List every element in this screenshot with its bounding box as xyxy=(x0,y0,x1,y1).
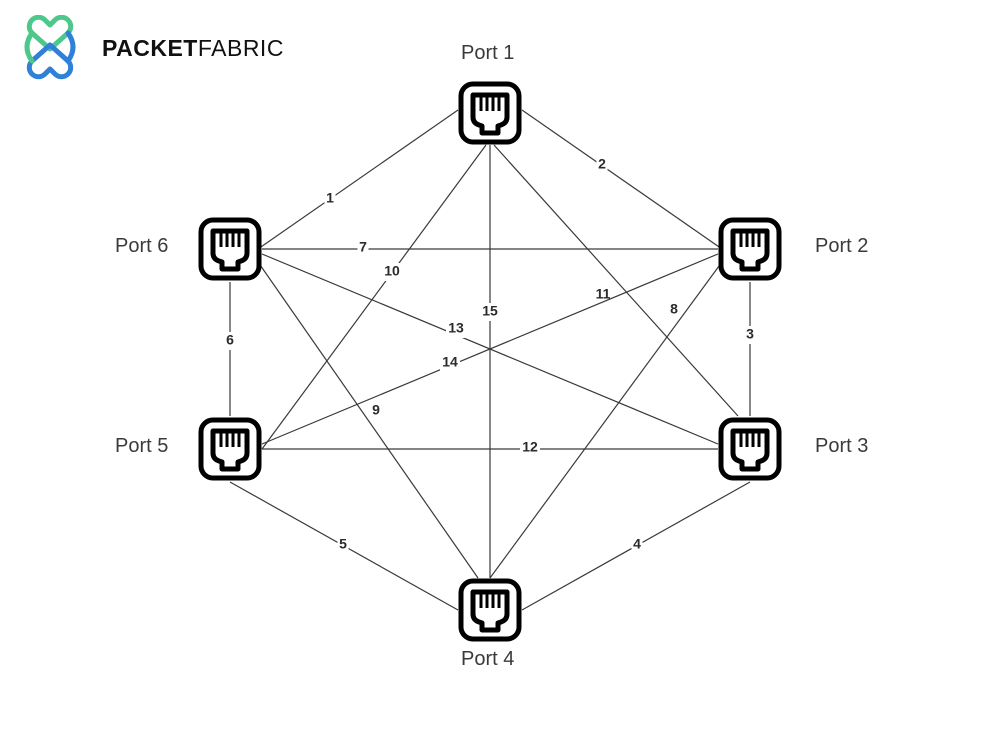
edge-p1-p5 xyxy=(261,144,487,450)
edge-label-background xyxy=(744,326,756,344)
edge-label-6: 6 xyxy=(226,332,234,348)
edge-label-8: 8 xyxy=(670,301,678,317)
ethernet-port-icon xyxy=(198,417,262,481)
edge-label-background xyxy=(631,536,643,554)
edge-label-background xyxy=(480,303,500,321)
edge-label-10: 10 xyxy=(384,263,400,279)
port-label-1: Port 1 xyxy=(461,42,515,64)
ethernet-port-icon xyxy=(198,217,262,281)
edge-label-11: 11 xyxy=(596,286,611,302)
port-label-5: Port 5 xyxy=(115,435,169,457)
edge-label-background xyxy=(668,301,680,319)
brand: PACKETFABRIC xyxy=(18,15,284,81)
edge-label-7: 7 xyxy=(359,239,367,255)
brand-name-bold: PACKET xyxy=(102,34,198,61)
ethernet-port-icon xyxy=(718,417,782,481)
edge-p6-p4 xyxy=(257,261,479,579)
edge-label-background xyxy=(337,536,349,554)
edge-p2-p4 xyxy=(489,261,723,579)
edge-label-9: 9 xyxy=(372,402,380,418)
interlocking-hearts-logo-icon xyxy=(24,15,76,80)
edge-p1-p6 xyxy=(257,109,459,250)
edge-label-background xyxy=(596,156,608,174)
edge-label-background xyxy=(520,439,540,457)
edge-label-1: 1 xyxy=(326,190,334,206)
edge-label-background xyxy=(440,354,460,372)
edge-label-background xyxy=(224,332,236,350)
ethernet-port-icon xyxy=(718,217,782,281)
edge-label-13: 13 xyxy=(448,320,464,336)
edge-label-3: 3 xyxy=(746,326,754,342)
port-label-3: Port 3 xyxy=(815,435,869,457)
brand-name-light: FABRIC xyxy=(197,34,284,61)
edge-label-background xyxy=(357,239,369,257)
edge-label-background xyxy=(382,263,402,281)
edge-label-2: 2 xyxy=(598,156,606,172)
edge-label-background xyxy=(370,402,382,420)
port-label-2: Port 2 xyxy=(815,235,869,257)
brand-wordmark: PACKETFABRIC xyxy=(102,34,284,61)
edge-p1-p2 xyxy=(521,109,723,250)
nodes-layer xyxy=(198,81,782,642)
port-label-6: Port 6 xyxy=(115,235,169,257)
edge-label-background xyxy=(324,190,336,208)
ethernet-port-icon xyxy=(458,578,522,642)
port-label-4: Port 4 xyxy=(461,648,515,670)
edge-p1-p3 xyxy=(493,144,739,417)
edge-label-14: 14 xyxy=(442,354,458,370)
edge-label-4: 4 xyxy=(633,536,641,552)
edge-label-12: 12 xyxy=(522,439,538,455)
edge-label-5: 5 xyxy=(339,536,347,552)
edge-label-15: 15 xyxy=(482,303,498,319)
ethernet-port-icon xyxy=(458,81,522,145)
edge-label-background xyxy=(446,320,466,338)
